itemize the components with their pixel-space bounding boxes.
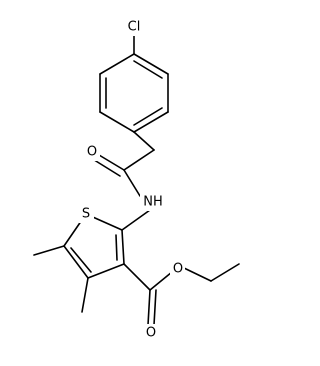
bond-carbonyl-nh <box>123 169 141 197</box>
thio-bond-c5-c4-inner <box>70 247 92 273</box>
bond-ring-ch2 <box>133 131 155 151</box>
chlorophenyl-ring <box>99 35 169 133</box>
thio-bond-c4-c3 <box>87 263 125 279</box>
ester-double-oxygen-label: O <box>146 326 156 341</box>
thiophene-ring <box>63 213 125 279</box>
bond-c3-ester-c <box>123 263 151 291</box>
bond-ester-c-o-double-1 <box>147 289 151 326</box>
molecule-structure: Cl O NH S O O <box>33 18 240 342</box>
amine-nh-label: NH <box>143 195 163 210</box>
ester-double-o-label-bg <box>144 324 159 342</box>
methyl-groups <box>33 245 89 313</box>
s-label-bg <box>79 205 94 223</box>
bond-o-ch2 <box>183 267 212 282</box>
ethyl-ester <box>123 263 240 326</box>
bond-ch2-carbonyl <box>123 149 155 171</box>
bond-ester-c-o-double-2 <box>153 289 157 326</box>
acetamide-linker <box>90 131 155 197</box>
cl-label-bg <box>124 18 145 36</box>
thio-bond-c5-c4 <box>63 245 89 279</box>
ring-bond-4-inner <box>133 107 163 126</box>
bond-c4-methyl <box>81 277 89 313</box>
bond-ester-c-o-single <box>149 271 173 291</box>
ester-single-o-label-bg <box>170 260 185 278</box>
sulfur-label: S <box>82 207 90 222</box>
amide-o-label-bg <box>85 143 100 161</box>
thio-bond-c3-c2 <box>121 229 125 265</box>
ester-single-oxygen-label: O <box>173 262 183 277</box>
ring-bond-6 <box>133 53 169 75</box>
nh-label-bg <box>140 193 166 211</box>
bond-ch2-ch3 <box>210 263 240 282</box>
thio-bond-c3-c2-inner <box>115 234 118 261</box>
atom-labels: Cl O NH S O O <box>79 18 185 342</box>
ring-bond-4 <box>133 111 169 133</box>
ring-bond-6-inner <box>133 60 163 79</box>
bond-nh-thiophene <box>121 209 151 231</box>
bond-c5-methyl <box>33 245 65 256</box>
ring-bond-3 <box>99 111 135 133</box>
ring-bond-1 <box>99 53 135 75</box>
amide-oxygen-label: O <box>87 145 97 160</box>
chlorine-label: Cl <box>128 20 141 35</box>
